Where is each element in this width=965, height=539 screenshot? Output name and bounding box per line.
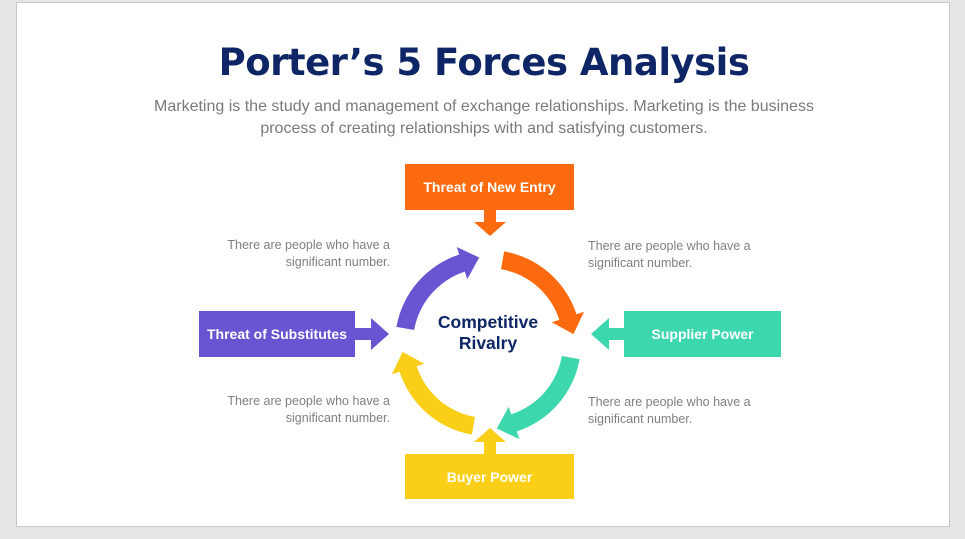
slide-title: Porter’s 5 Forces Analysis — [218, 41, 750, 84]
pointer-arrow-bottom — [474, 428, 506, 454]
force-label-supplier-power: Supplier Power — [651, 326, 754, 342]
note-bottom-left-line1: There are people who have a — [227, 394, 390, 408]
pointer-arrow-top — [474, 210, 506, 236]
pointer-arrow-left — [355, 318, 389, 350]
note-top-left-line2: significant number. — [285, 255, 390, 269]
force-box-threat-of-substitutes: Threat of Substitutes — [199, 311, 355, 357]
pointer-arrow-left-shape — [355, 318, 389, 350]
cycle-arrow-orange — [501, 251, 585, 335]
pointer-arrow-bottom-shape — [474, 428, 506, 454]
note-bottom-left-line2: significant number. — [285, 411, 390, 425]
center-label-line2: Rivalry — [458, 333, 518, 353]
force-box-threat-of-new-entry: Threat of New Entry — [405, 164, 574, 210]
center-label-competitive-rivalry: Competitive Rivalry — [398, 312, 578, 354]
note-top-right-line2: significant number. — [588, 256, 693, 270]
force-label-threat-of-substitutes: Threat of Substitutes — [206, 326, 347, 342]
note-top-left-line1: There are people who have a — [227, 238, 390, 252]
force-label-threat-of-new-entry: Threat of New Entry — [423, 179, 556, 195]
note-top-right: There are people who have a significant … — [588, 238, 788, 272]
cycle-arrow-yellow — [391, 351, 475, 435]
note-bottom-left: There are people who have a significant … — [190, 393, 390, 427]
note-top-right-line1: There are people who have a — [588, 239, 751, 253]
force-box-supplier-power: Supplier Power — [624, 311, 781, 357]
rivalry-cycle — [391, 246, 585, 440]
pointer-arrow-right — [591, 318, 625, 350]
force-box-buyer-power: Buyer Power — [405, 454, 574, 499]
cycle-arrow-green — [496, 356, 580, 440]
center-label-line1: Competitive — [437, 312, 539, 332]
cycle-arrow-purple — [396, 246, 480, 330]
slide-subtitle: Marketing is the study and management of… — [154, 98, 814, 137]
note-bottom-right: There are people who have a significant … — [588, 394, 788, 428]
note-bottom-right-line1: There are people who have a — [588, 395, 751, 409]
note-bottom-right-line2: significant number. — [588, 412, 693, 426]
note-top-left: There are people who have a significant … — [190, 237, 390, 271]
force-label-buyer-power: Buyer Power — [446, 468, 533, 485]
pointer-arrow-right-shape — [591, 318, 625, 350]
pointer-arrow-top-shape — [474, 210, 506, 236]
